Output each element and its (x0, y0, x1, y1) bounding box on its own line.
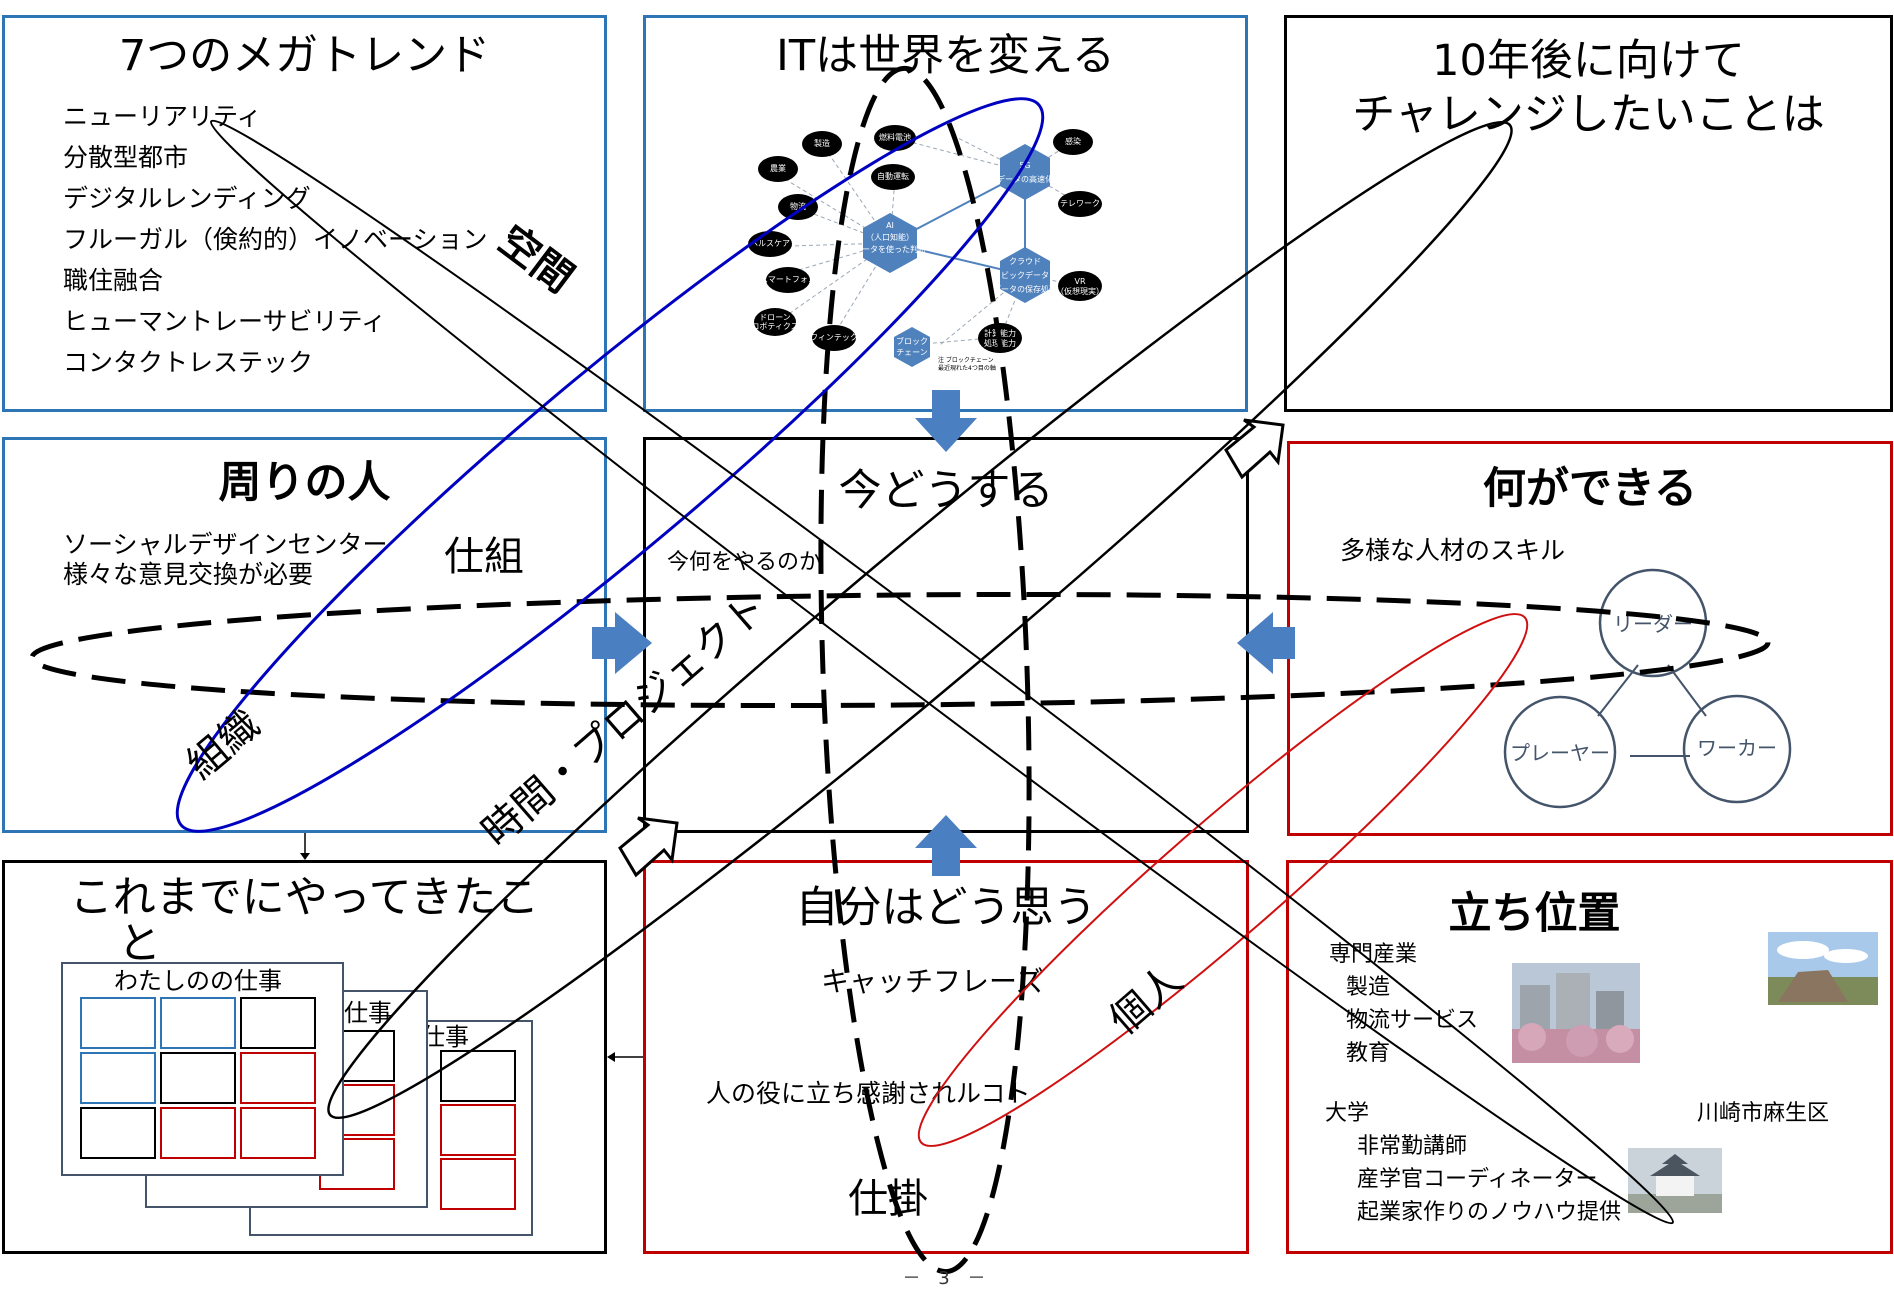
work-card-front: わたしのの仕事 (61, 962, 344, 1176)
people-line: 様々な意見交換が必要 (63, 560, 314, 589)
people-panel: 周りの人 ソーシャルデザインセンター 様々な意見交換が必要 (2, 437, 607, 833)
now-sub: 今何をやるのか (667, 550, 822, 575)
past-title-line1: これまでにやってきたこ (69, 873, 540, 923)
future-panel: 10年後に向けて チャレンジしたいことは (1284, 15, 1893, 412)
castle-wall-photo (1768, 932, 1878, 1005)
megatrend-item: 分散型都市 (63, 143, 189, 172)
work-cell (160, 1052, 236, 1104)
can-do-sub: 多様な人材のスキル (1340, 536, 1566, 565)
people-line: ソーシャルデザインセンター (63, 530, 388, 559)
megatrend-item: 職住融合 (63, 266, 164, 295)
industry-item: 教育 (1346, 1041, 1391, 1066)
work-cell (80, 997, 156, 1049)
megatrend-item: ニューリアリティ (63, 102, 262, 131)
univ-item: 起業家作りのノウハウ提供 (1357, 1200, 1622, 1225)
work-cell (80, 1052, 156, 1104)
industry-head: 専門産業 (1329, 942, 1418, 967)
megatrend-item: ヒューマントレーサビリティ (63, 307, 387, 336)
self-catch: キャッチフレーズ (821, 965, 1044, 998)
work-cell (440, 1158, 516, 1210)
small-arrow-icon (607, 1052, 615, 1062)
place-label: 川崎市麻生区 (1697, 1101, 1830, 1126)
position-title: 立ち位置 (1448, 889, 1621, 939)
work-cell (160, 1107, 236, 1159)
future-title-line1: 10年後に向けて (1432, 36, 1745, 86)
small-arrow-icon (300, 853, 310, 860)
industry-item: 物流サービス (1346, 1008, 1479, 1033)
megatrends-title: 7つのメガトレンド (118, 31, 491, 81)
it-world-panel: ITは世界を変える (643, 15, 1248, 412)
self-panel: 自分はどう思う キャッチフレーズ 人の役に立ち感謝されルコト (643, 860, 1249, 1254)
self-thanks: 人の役に立ち感謝されルコト (706, 1079, 1031, 1108)
work-cell (440, 1104, 516, 1156)
work-cell (160, 997, 236, 1049)
can-do-title: 何ができる (1482, 464, 1698, 514)
work-cell (240, 1107, 316, 1159)
can-do-panel: 何ができる 多様な人材のスキル (1287, 441, 1893, 836)
work-card-title: わたしのの仕事 (114, 967, 282, 995)
megatrend-item: デジタルレンディング (63, 184, 311, 213)
univ-head: 大学 (1325, 1101, 1370, 1126)
megatrend-item: コンタクトレステック (63, 348, 314, 377)
work-card-title: 仕事 (344, 999, 392, 1027)
now-panel: 今どうする 今何をやるのか (643, 437, 1249, 833)
it-world-title: ITは世界を変える (776, 31, 1115, 81)
future-title-line2: チャレンジしたいことは (1352, 90, 1825, 140)
work-cell (240, 997, 316, 1049)
work-cell (440, 1050, 516, 1102)
univ-item: 非常勤講師 (1357, 1134, 1468, 1159)
megatrend-item: フルーガル（倹約的）イノベーション (63, 225, 488, 254)
now-title: 今どうする (838, 466, 1054, 516)
past-title-line2: と (118, 919, 161, 969)
city-photo (1512, 963, 1640, 1063)
megatrends-panel: 7つのメガトレンド ニューリアリティ 分散型都市 デジタルレンディング フルーガ… (2, 15, 607, 412)
industry-item: 製造 (1346, 975, 1391, 1000)
univ-item: 産学官コーディネーター (1357, 1167, 1598, 1192)
self-title: 自分はどう思う (795, 883, 1097, 933)
page-number: － 3 － (902, 1268, 992, 1289)
castle-photo (1628, 1148, 1722, 1213)
megatrends-list: ニューリアリティ 分散型都市 デジタルレンディング フルーガル（倹約的）イノベー… (63, 96, 488, 383)
work-cell (80, 1107, 156, 1159)
people-title: 周りの人 (218, 458, 391, 508)
work-cell (240, 1052, 316, 1104)
